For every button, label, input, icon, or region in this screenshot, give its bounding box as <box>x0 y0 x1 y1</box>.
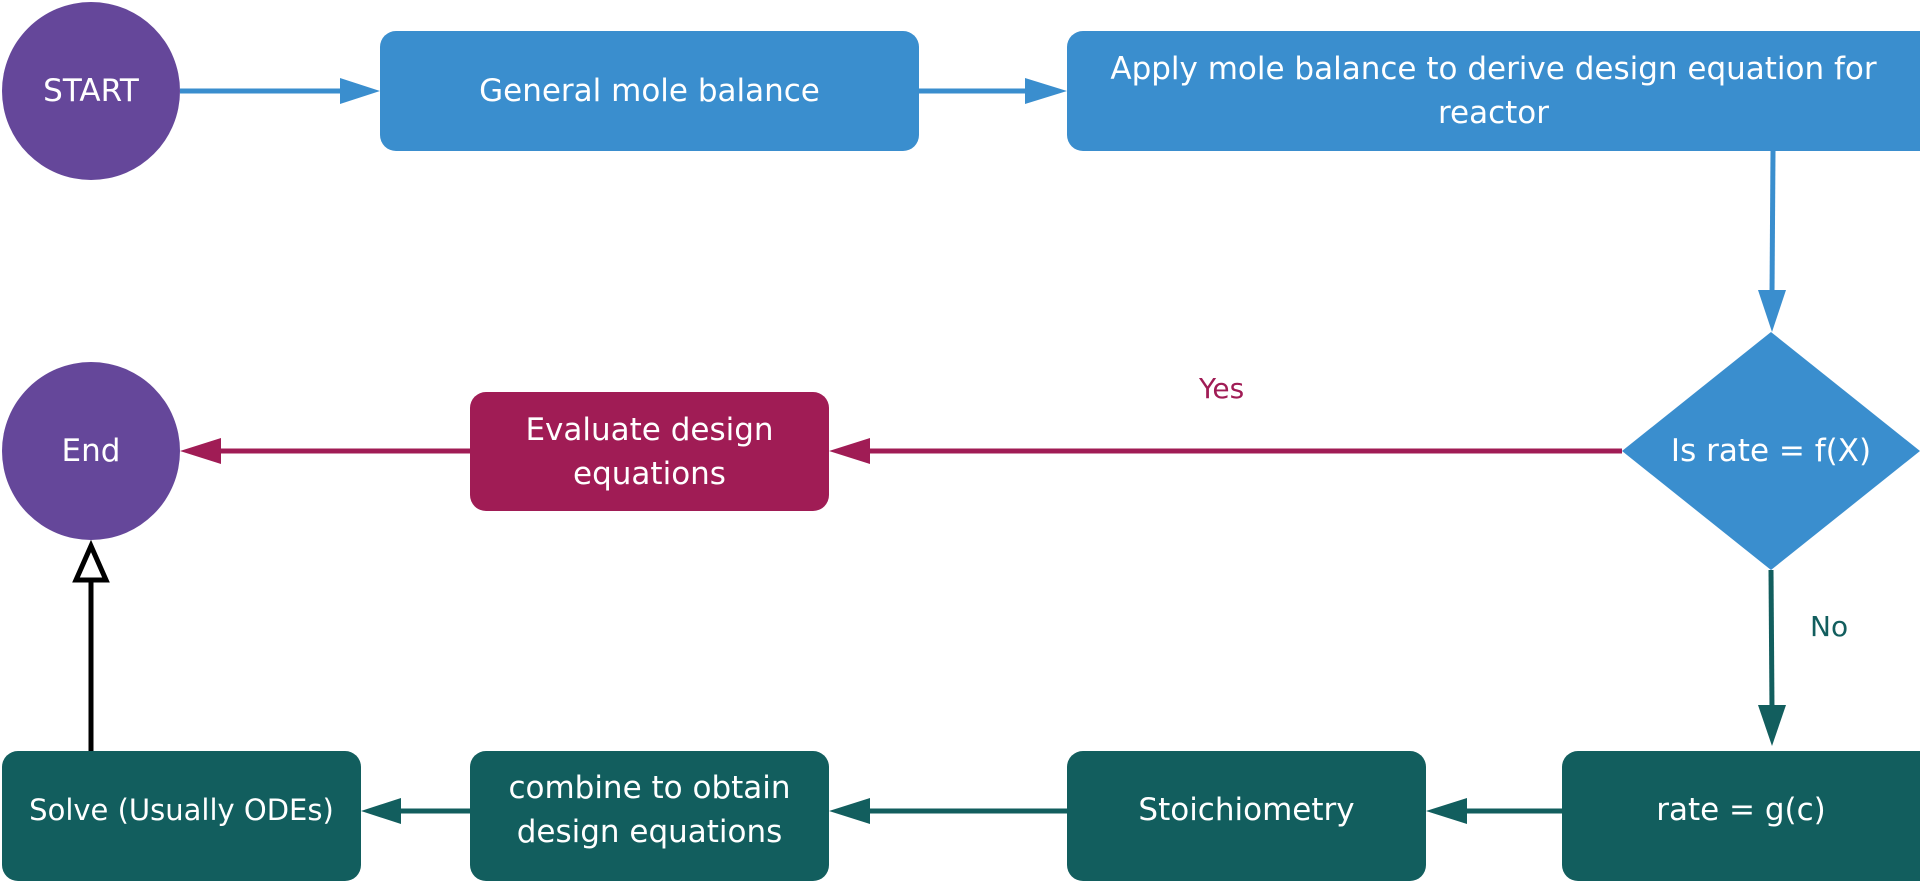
stoichiometry-node-label: Stoichiometry <box>1138 792 1355 828</box>
start-node-label: START <box>43 73 139 109</box>
stoichiometry-node[interactable]: Stoichiometry <box>1067 751 1426 881</box>
edge-apply-to-decision <box>1769 150 1776 296</box>
decision-node-label-box: Is rate = f(X) <box>1622 412 1920 490</box>
arrowhead-apply-to-decision <box>1758 290 1786 332</box>
rate-node[interactable]: rate = g(c) <box>1562 751 1920 881</box>
arrowhead-start-to-general <box>340 78 380 104</box>
apply-mole-balance-label: Apply mole balance to derive design equa… <box>1110 51 1877 131</box>
general-mole-balance-node[interactable]: General mole balance <box>380 31 919 151</box>
end-node-label: End <box>61 433 121 469</box>
arrowhead-rate-to-stoichiometry <box>1426 798 1467 824</box>
evaluate-node-label: Evaluate design equations <box>525 411 774 492</box>
arrowhead-solve-to-end <box>72 539 110 583</box>
arrowhead-decision-to-rate <box>1758 705 1786 746</box>
solve-node-label: Solve (Usually ODEs) <box>29 793 334 827</box>
general-mole-balance-label: General mole balance <box>479 73 820 109</box>
arrowhead-evaluate-to-end <box>180 438 221 464</box>
decision-diamond[interactable] <box>1622 332 1920 570</box>
edge-decision-to-rate <box>1768 569 1775 711</box>
end-node[interactable]: End <box>2 362 180 540</box>
arrowhead-stoichiometry-to-combine <box>829 798 870 824</box>
decision-node-label: Is rate = f(X) <box>1670 433 1872 469</box>
evaluate-node[interactable]: Evaluate design equations <box>470 392 829 511</box>
combine-node[interactable]: combine to obtain design equations <box>470 751 829 881</box>
solve-node[interactable]: Solve (Usually ODEs) <box>2 751 361 881</box>
no-edge-label: No <box>1810 610 1849 643</box>
yes-edge-label: Yes <box>1199 372 1245 405</box>
arrowhead-decision-to-evaluate <box>829 438 870 464</box>
combine-node-label: combine to obtain design equations <box>508 770 791 850</box>
rate-node-label: rate = g(c) <box>1656 792 1826 828</box>
arrowhead-general-to-apply <box>1025 78 1067 104</box>
arrowhead-combine-to-solve <box>361 798 401 824</box>
apply-mole-balance-node[interactable]: Apply mole balance to derive design equa… <box>1067 31 1920 151</box>
start-node[interactable]: START <box>2 2 180 180</box>
